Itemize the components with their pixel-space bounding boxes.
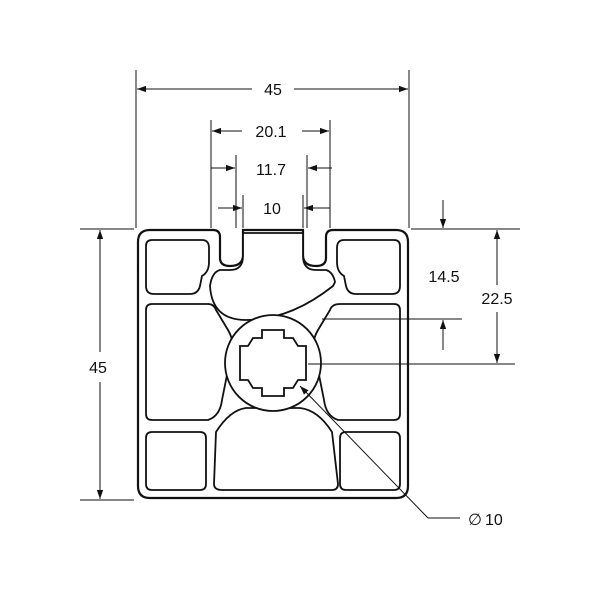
center-hub [224, 314, 322, 412]
center-height-label: 22.5 [481, 291, 512, 308]
dim-center-height: 22.5 [308, 230, 515, 365]
overall-height-label: 45 [89, 360, 107, 377]
slot-outer-width-label: 20.1 [255, 124, 286, 141]
dim-slot-opening: 10 [218, 195, 330, 228]
dim-overall-height: 45 [80, 228, 134, 501]
cavity-bottom-left [145, 431, 207, 491]
corner-cavities [145, 239, 401, 491]
dim-bore-diameter: ∅10 [299, 385, 503, 529]
cavity-right [312, 303, 401, 421]
overall-width-label: 45 [264, 82, 282, 99]
dim-slot-outer-width: 20.1 [210, 120, 331, 228]
svg-text:∅10: ∅10 [468, 512, 503, 529]
bore-diameter-label: 10 [485, 512, 503, 529]
cavity-top-left [145, 239, 210, 295]
cavity-bottom-right [339, 431, 401, 491]
dim-slot-mid-width: 11.7 [211, 155, 332, 228]
cavity-left [145, 303, 234, 421]
dim-groove-depth: 14.5 [322, 200, 520, 350]
groove-depth-label: 14.5 [428, 269, 459, 286]
slot-mid-width-label: 11.7 [256, 162, 286, 179]
cavity-top-right [336, 239, 401, 295]
slot-opening-label: 10 [263, 201, 281, 218]
cavity-bottom-center [213, 407, 339, 491]
dim-overall-width: 45 [135, 70, 410, 228]
diameter-symbol: ∅ [468, 512, 482, 529]
bore [239, 329, 307, 397]
